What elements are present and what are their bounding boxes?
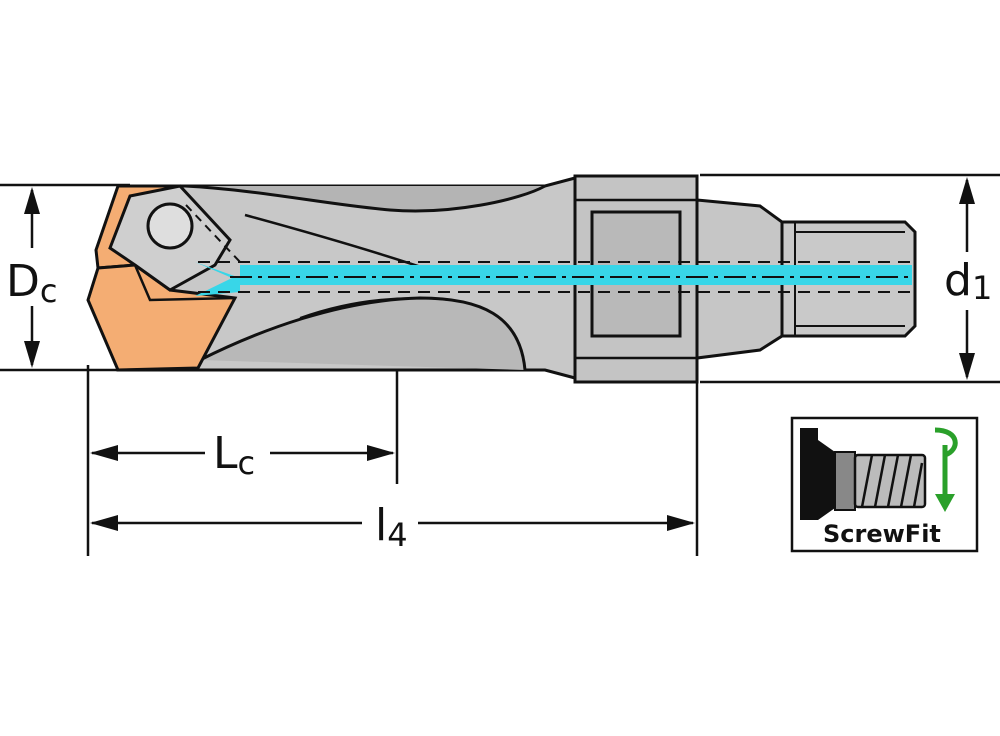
l4-label: l4: [375, 500, 408, 554]
screwfit-badge: ScrewFit: [790, 416, 979, 553]
d1-label: d1: [944, 255, 992, 307]
screw-thread-icon: [853, 453, 927, 509]
d1-dimension: [959, 177, 975, 380]
rotation-arrow-icon: [934, 427, 958, 498]
l4-dimension: [90, 515, 695, 531]
screwfit-label: ScrewFit: [823, 520, 941, 548]
lc-dimension: [90, 445, 395, 461]
coolant-channel: [195, 261, 915, 296]
drill-body: [86, 174, 917, 384]
upper-flute: [184, 184, 546, 213]
lc-label: Lc: [213, 428, 255, 482]
dc-dimension: [24, 187, 40, 368]
dc-label: Dc: [6, 256, 57, 310]
insert-screw-hole: [146, 202, 194, 250]
screw-head-icon: [800, 428, 835, 520]
reference-lines: [0, 173, 1000, 556]
